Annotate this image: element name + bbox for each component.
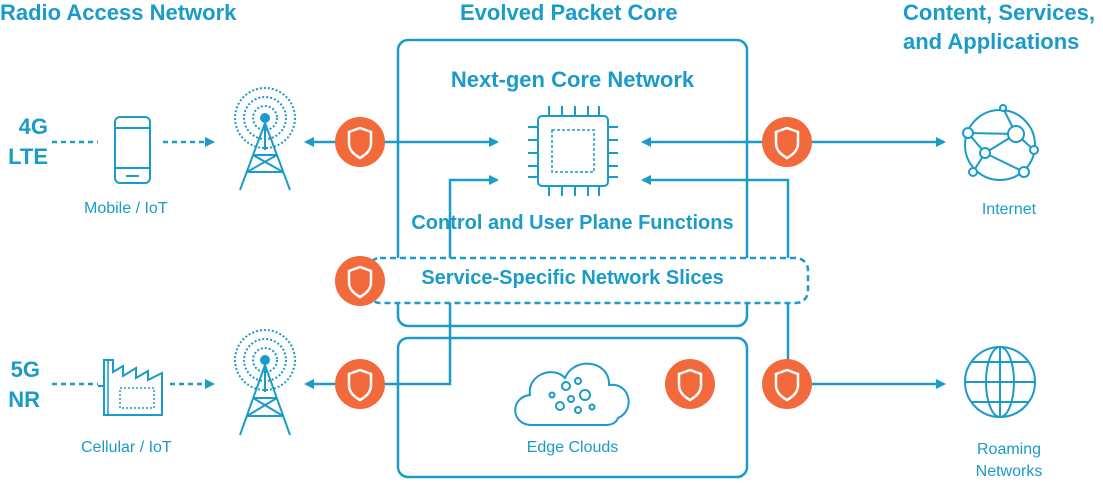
shield-icon [335,256,385,306]
ran-header: Radio Access Network [0,0,237,25]
internet-label: Internet [981,201,1037,218]
network-globe-icon [962,104,1039,181]
core-functions-label: Control and User Plane Functions [411,212,734,234]
epc-header: Evolved Packet Core [460,0,678,25]
cell-tower-icon [234,329,296,436]
globe-icon [964,346,1036,418]
network-slices-box [366,256,810,305]
phone-icon [114,116,151,184]
lte-label: 4G LTE [0,112,48,172]
content-header-line2: and Applications [903,29,1080,54]
edge-clouds-box [396,336,749,479]
nr-label: 5G NR [0,355,40,415]
content-header-line1: Content, Services, [903,0,1095,25]
shield-icon [335,117,385,167]
mobile-iot-label: Mobile / IoT [84,200,168,217]
roaming-label-line2: Networks [975,463,1043,480]
connections [52,137,946,389]
edge-clouds-label: Edge Clouds [526,439,619,456]
chip-icon [528,106,618,196]
roaming-label: Roaming Networks [950,439,1068,483]
cellular-iot-label: Cellular / IoT [81,439,172,456]
nr-label-line2: NR [8,387,40,412]
cell-tower-icon [234,87,296,191]
core-network-title: Next-gen Core Network [450,67,695,92]
shield-icon [762,359,812,409]
shield-icon [335,359,385,409]
factory-icon [98,359,163,416]
shield-icon [762,117,812,167]
nr-label-line1: 5G [10,357,40,382]
cloud-icon [514,362,630,426]
lte-label-line2: LTE [8,144,48,169]
shield-icon [665,359,715,409]
roaming-label-line1: Roaming [976,441,1042,458]
lte-label-line1: 4G [18,114,48,139]
network-slices-label: Service-Specific Network Slices [421,267,724,289]
